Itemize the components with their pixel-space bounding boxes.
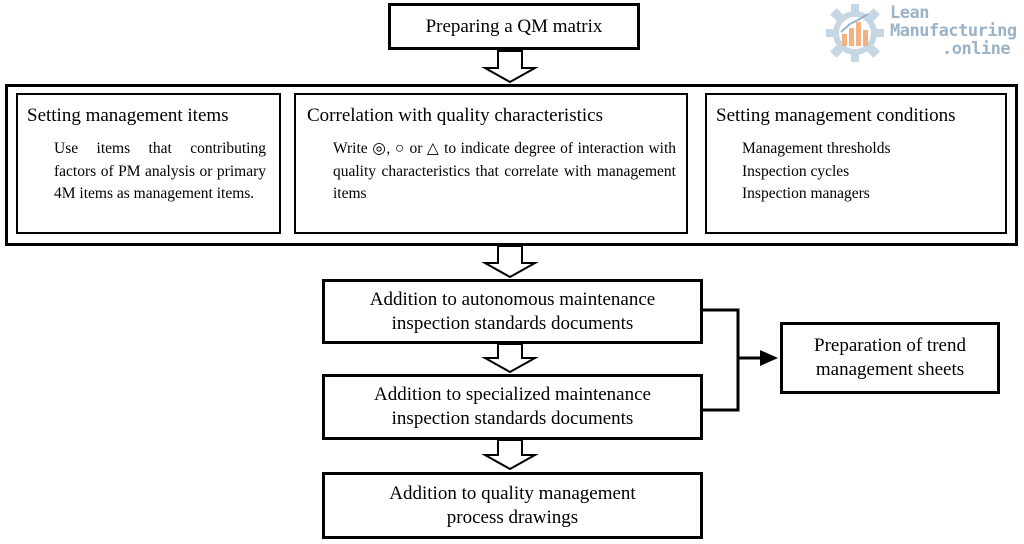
panel-title: Setting management conditions xyxy=(716,105,956,126)
down-arrow-3 xyxy=(481,343,539,374)
logo-line: Manufacturing xyxy=(890,21,1017,41)
box-line: inspection standards documents xyxy=(391,408,634,429)
qm-matrix-label: Preparing a QM matrix xyxy=(425,15,603,37)
panel-management-conditions: Setting management conditions Management… xyxy=(705,93,1007,234)
list-item: Inspection managers xyxy=(742,185,870,202)
list-item: Inspection cycles xyxy=(742,162,850,180)
autonomous-maintenance-box: Addition to autonomous maintenance inspe… xyxy=(322,279,703,344)
outer-frame xyxy=(5,84,1018,246)
panel-title: Setting management items xyxy=(27,105,229,126)
panel-title: Correlation with quality characteristics xyxy=(307,105,603,126)
conditions-list: Management thresholds Inspection cycles … xyxy=(742,138,891,206)
box-line: process drawings xyxy=(446,506,579,528)
bracket-connector xyxy=(703,308,740,412)
list-item: Management thresholds xyxy=(742,140,891,157)
logo-text: Lean Manufacturing .online xyxy=(890,4,1017,58)
down-arrow-2 xyxy=(481,245,539,279)
box-line: inspection standards documents xyxy=(391,312,634,334)
logo-line: Lean xyxy=(890,3,929,23)
trend-management-box: Preparation of trend management sheets xyxy=(780,322,1000,394)
box-line: Addition to specialized maintenance xyxy=(374,384,651,405)
specialized-maintenance-box: Addition to specialized maintenance insp… xyxy=(322,374,703,440)
lean-manufacturing-logo: Lean Manufacturing .online xyxy=(824,2,1024,66)
box-line: management sheets xyxy=(815,359,965,380)
panel-body: Use items that contributing factors of P… xyxy=(54,140,266,202)
box-line: Addition to quality management xyxy=(389,482,636,504)
quality-management-box: Addition to quality management process d… xyxy=(322,472,703,539)
down-arrow-4 xyxy=(481,439,539,471)
down-arrow-1 xyxy=(481,50,539,84)
panel-correlation: Correlation with quality characteristics… xyxy=(294,93,688,234)
logo-line: .online xyxy=(942,39,1011,59)
panel-management-items: Setting management items Use items that … xyxy=(16,93,281,234)
qm-matrix-box: Preparing a QM matrix xyxy=(388,3,640,50)
gear-chart-icon xyxy=(826,4,884,62)
panel-body: Write ◎, ○ or △ to indicate degree of in… xyxy=(333,140,676,202)
trend-arrowhead xyxy=(760,350,778,366)
box-line: Addition to autonomous maintenance xyxy=(369,288,656,310)
box-line: Preparation of trend xyxy=(814,335,966,356)
